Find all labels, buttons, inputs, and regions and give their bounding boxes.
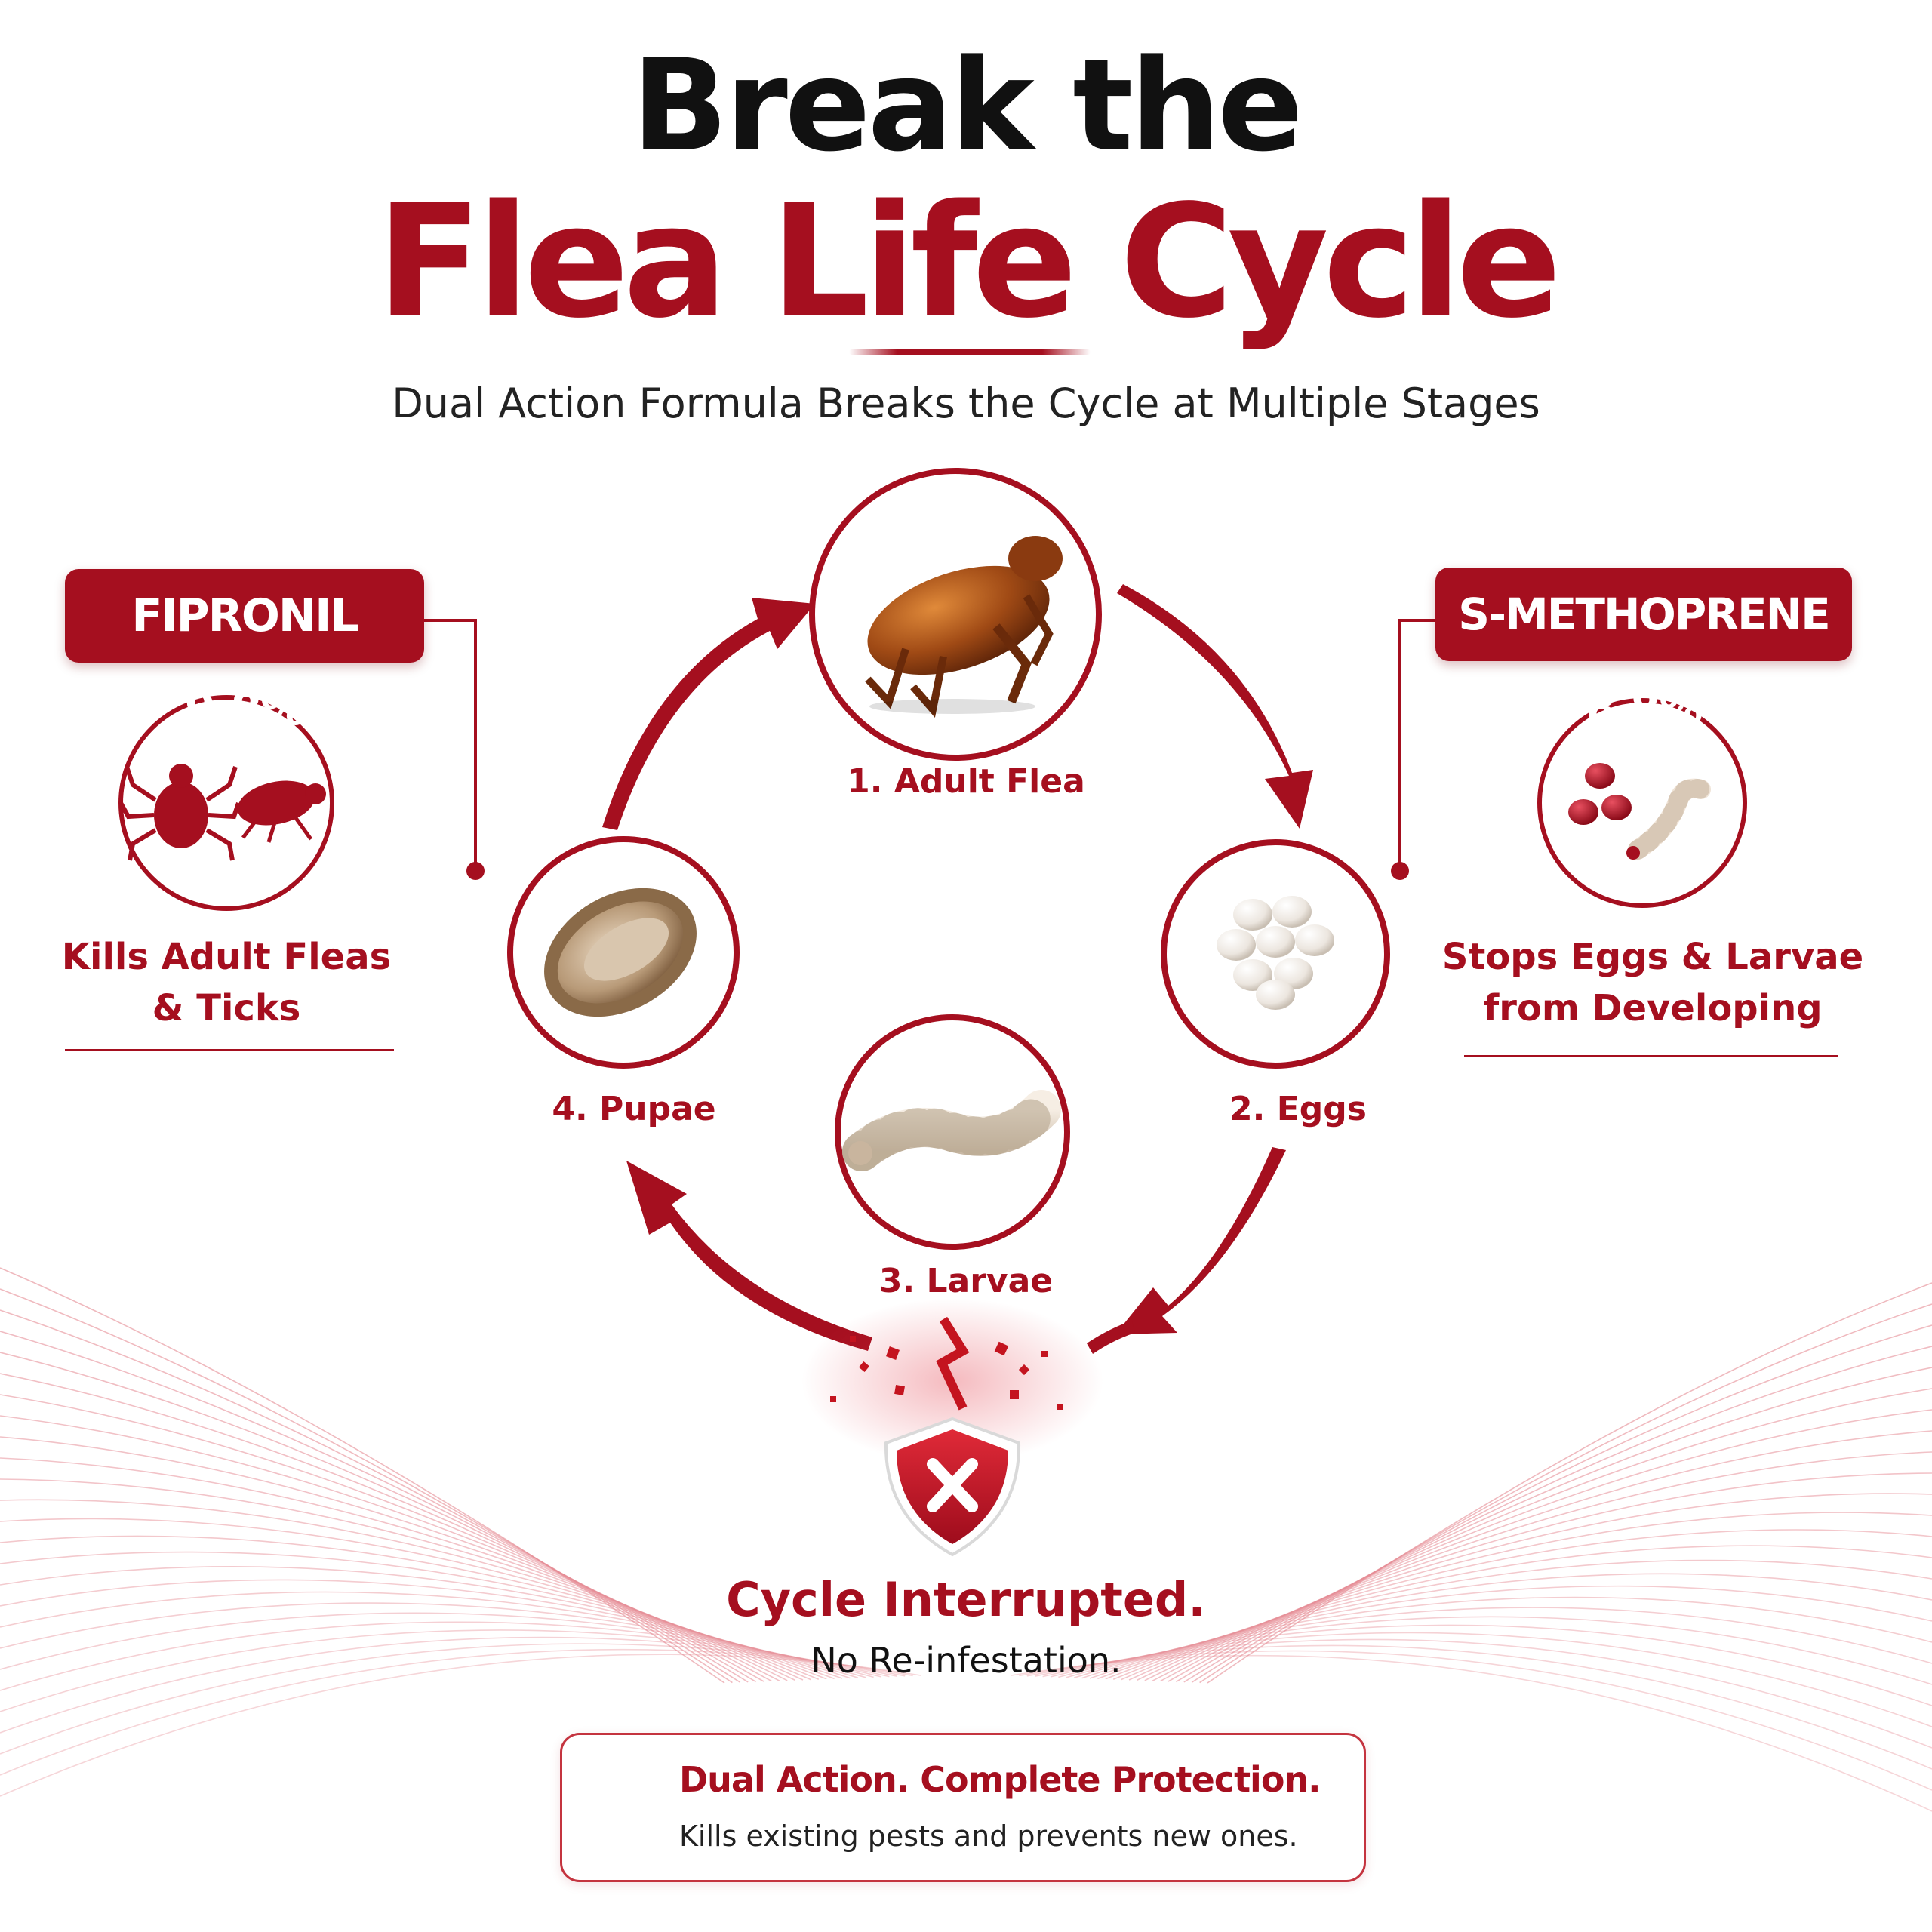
footer-subtitle: Kills existing pests and prevents new on… xyxy=(679,1820,1298,1853)
background-line xyxy=(0,1478,804,1681)
background-line xyxy=(0,1373,764,1682)
background-line xyxy=(1011,1654,1932,1812)
fipronil-benefit-line-1: Kills Adult Fleas xyxy=(61,936,392,978)
title-line-1: Break the xyxy=(631,32,1303,180)
stage-label-adult-flea: 1. Adult Flea xyxy=(847,762,1085,801)
background-line xyxy=(1121,1512,1932,1681)
background-line xyxy=(0,1566,843,1679)
stage-label-pupae: 4. Pupae xyxy=(552,1090,716,1128)
background-line xyxy=(0,1591,859,1678)
background-line xyxy=(0,1436,788,1681)
fipronil-badge: FIPRONIL 9.8% xyxy=(65,569,424,736)
background-line xyxy=(0,1551,835,1680)
background-line xyxy=(1168,1388,1932,1682)
background-line xyxy=(0,1636,897,1734)
background-line xyxy=(1073,1596,1932,1678)
background-line xyxy=(0,1612,874,1678)
stage-label-eggs: 2. Eggs xyxy=(1229,1090,1367,1128)
background-line xyxy=(0,1535,827,1680)
background-line xyxy=(1144,1451,1932,1681)
eggs-and-larva-icon xyxy=(1568,763,1711,860)
stage-label-larvae: 3. Larvae xyxy=(878,1262,1054,1300)
background-line xyxy=(1112,1529,1932,1680)
footer-box xyxy=(560,1733,1366,1882)
background-line xyxy=(1199,1303,1932,1684)
background-line xyxy=(0,1654,921,1797)
background-line xyxy=(0,1629,890,1712)
stage-adult-flea xyxy=(809,468,1102,761)
s-methoprene-icon-circle xyxy=(1537,698,1747,908)
pupa-icon xyxy=(544,888,697,1017)
stage-pupae xyxy=(507,836,740,1069)
stage-larvae xyxy=(835,1014,1070,1250)
background-line xyxy=(1191,1324,1932,1683)
background-line xyxy=(0,1518,820,1680)
background-line xyxy=(0,1267,725,1684)
fipronil-divider xyxy=(65,1049,394,1051)
background-line xyxy=(0,1288,733,1684)
eggs-icon xyxy=(1217,896,1334,1010)
background-line xyxy=(1058,1616,1932,1685)
background-line xyxy=(1105,1545,1932,1680)
background-line xyxy=(0,1579,851,1679)
s-methoprene-benefit-line-2: from Developing xyxy=(1483,987,1823,1029)
background-line xyxy=(1160,1409,1932,1682)
background-line xyxy=(0,1648,913,1776)
fipronil-benefit-line-2: & Ticks xyxy=(152,987,301,1029)
right-connector xyxy=(1391,619,1435,880)
footer-title: Dual Action. Complete Protection. xyxy=(679,1759,1321,1800)
adult-flea-icon xyxy=(865,536,1063,718)
background-line xyxy=(1035,1638,1932,1749)
fipronil-icon-circle xyxy=(118,695,334,911)
s-methoprene-benefit: Stops Eggs & Larvae from Developing xyxy=(1419,931,1887,1034)
background-line xyxy=(1128,1493,1932,1681)
title-divider xyxy=(849,349,1091,355)
background-line xyxy=(1175,1367,1932,1683)
s-methoprene-divider xyxy=(1464,1055,1838,1057)
background-line xyxy=(0,1499,811,1681)
tick-and-flea-icon xyxy=(118,764,326,861)
background-line xyxy=(1019,1650,1932,1791)
background-line xyxy=(1207,1282,1932,1684)
fipronil-benefit: Kills Adult Fleas & Ticks xyxy=(45,931,408,1034)
background-line xyxy=(1042,1632,1932,1727)
background-line xyxy=(1026,1644,1932,1770)
background-line xyxy=(1152,1430,1932,1681)
larva-icon xyxy=(842,1090,1061,1171)
shield-x-icon xyxy=(884,1417,1021,1557)
background-line xyxy=(1097,1559,1932,1680)
left-connector xyxy=(424,619,485,880)
background-line xyxy=(1066,1607,1932,1678)
background-line xyxy=(0,1621,882,1691)
title-line-2: Flea Life Cycle xyxy=(376,171,1562,352)
s-methoprene-badge: S-METHOPRENE 8.8% xyxy=(1435,568,1852,734)
background-line xyxy=(0,1352,757,1683)
background-line xyxy=(0,1331,749,1683)
subtitle: Dual Action Formula Breaks the Cycle at … xyxy=(392,380,1540,427)
background-line xyxy=(1089,1573,1932,1679)
result-title: Cycle Interrupted. xyxy=(726,1572,1206,1627)
background-line xyxy=(1050,1624,1932,1706)
background-line xyxy=(1183,1346,1932,1683)
stage-eggs xyxy=(1161,839,1390,1069)
background-line xyxy=(0,1394,772,1682)
background-line xyxy=(1081,1585,1932,1679)
background-line xyxy=(0,1415,780,1681)
background-line xyxy=(0,1602,866,1678)
s-methoprene-benefit-line-1: Stops Eggs & Larvae xyxy=(1441,936,1864,978)
background-line xyxy=(0,1309,741,1683)
result-subtitle: No Re-infestation. xyxy=(811,1640,1121,1681)
cycle-break-burst xyxy=(801,1298,1103,1464)
background-line xyxy=(0,1643,906,1755)
